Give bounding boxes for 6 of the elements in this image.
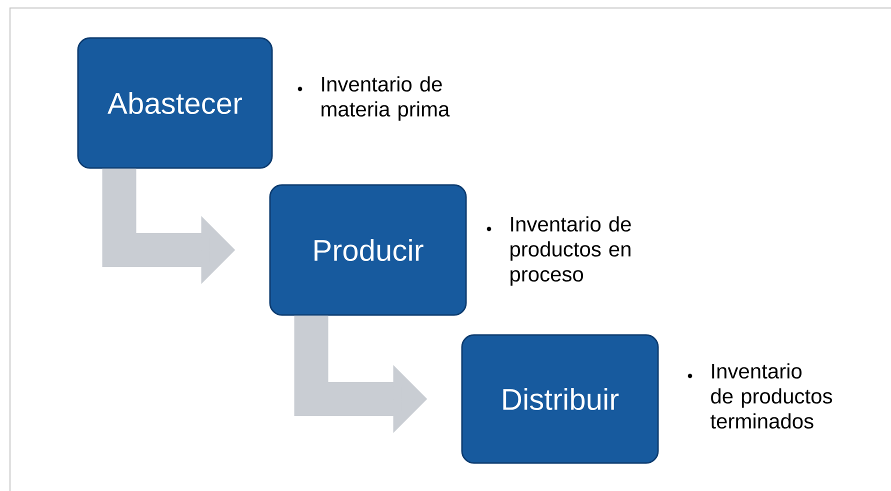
bullet-text: Inventario de materia prima xyxy=(322,76,450,121)
process-box: Abastecer xyxy=(77,37,273,169)
bullet-text: Inventario de productos en proceso xyxy=(510,216,631,286)
bullet-text: Inventario de productos terminados xyxy=(710,363,832,429)
process-box: Distribuir xyxy=(461,334,659,464)
process-box: Producir xyxy=(269,184,467,316)
